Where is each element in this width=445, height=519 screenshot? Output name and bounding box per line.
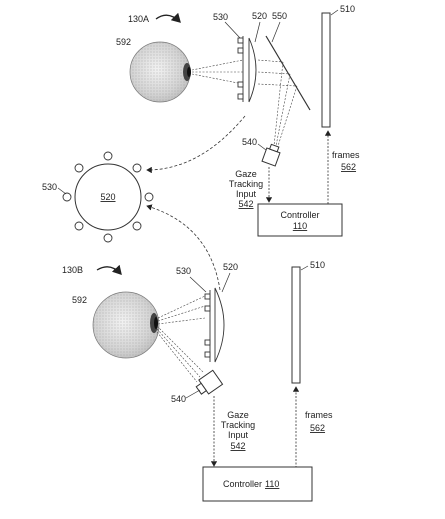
connector-a-to-ring <box>146 115 246 174</box>
display-a-ref: 510 <box>340 4 355 14</box>
ring-led-2 <box>132 163 142 173</box>
display-b-ref: 510 <box>310 260 325 270</box>
controller-b-ref: 110 <box>265 479 279 489</box>
lens-b-ref: 520 <box>223 262 238 272</box>
eye-b-camera-rays <box>156 325 204 383</box>
eye-a <box>129 41 191 103</box>
ring-lens-ref: 520 <box>100 192 115 202</box>
figure-a-curved-arrow <box>155 12 181 23</box>
leds-b-ref: 530 <box>176 266 191 276</box>
camera-a-ref: 540 <box>242 137 257 147</box>
gaze-a-line3: Input <box>236 189 257 199</box>
ring-led-4 <box>132 221 142 231</box>
gaze-a-line2: Tracking <box>229 179 263 189</box>
figure-130a: 130A 592 530 520 <box>116 4 360 237</box>
ring-leds-ref: 530 <box>42 182 57 192</box>
camera-b <box>195 369 224 395</box>
eye-b <box>92 291 160 359</box>
ring-led-3 <box>144 192 154 202</box>
ring-led-7 <box>62 192 72 202</box>
controller-a <box>257 203 343 237</box>
controller-b-label: Controller <box>223 479 262 489</box>
lens-a <box>248 37 257 103</box>
ring-led-8 <box>74 163 84 173</box>
ring-led-6 <box>74 221 84 231</box>
camera-a <box>261 143 281 167</box>
display-b <box>291 266 301 384</box>
eye-b-rays <box>157 295 206 325</box>
figure-b-label: 130B <box>62 265 83 275</box>
eye-a-rays <box>191 59 244 85</box>
gaze-b-ref: 542 <box>230 441 245 451</box>
leds-a-ref: 530 <box>213 12 228 22</box>
lens-a-ref: 520 <box>252 11 267 21</box>
gaze-b-line3: Input <box>228 430 249 440</box>
frames-b-label: frames <box>305 410 333 420</box>
leds-b <box>204 290 211 362</box>
ring-lens <box>74 163 142 231</box>
figure-130b: 130B 592 530 <box>62 260 333 502</box>
frames-a-ref: 562 <box>341 162 356 172</box>
controller-a-label: Controller <box>280 210 319 220</box>
gaze-b-line2: Tracking <box>221 420 255 430</box>
controller-b <box>202 466 313 502</box>
display-a <box>321 12 331 128</box>
camera-b-ref: 540 <box>171 394 186 404</box>
mirror-a-ref: 550 <box>272 11 287 21</box>
mirror-a <box>265 35 311 111</box>
mirror-a-rays <box>257 59 298 147</box>
lens-b <box>214 287 225 363</box>
gaze-b-line1: Gaze <box>227 410 249 420</box>
connector-b-to-ring <box>146 204 221 291</box>
gaze-a-ref: 542 <box>238 199 253 209</box>
figure-a-label: 130A <box>128 14 149 24</box>
eye-a-ref: 592 <box>116 37 131 47</box>
led-ring: 520 530 <box>42 151 154 243</box>
frames-b-ref: 562 <box>310 423 325 433</box>
ring-led-1 <box>103 151 113 161</box>
frames-a-label: frames <box>332 150 360 160</box>
ring-led-5 <box>103 233 113 243</box>
leds-a <box>237 36 244 102</box>
figure-b-curved-arrow <box>96 264 122 275</box>
gaze-a-line1: Gaze <box>235 169 257 179</box>
eye-b-ref: 592 <box>72 295 87 305</box>
controller-a-ref: 110 <box>293 221 307 231</box>
